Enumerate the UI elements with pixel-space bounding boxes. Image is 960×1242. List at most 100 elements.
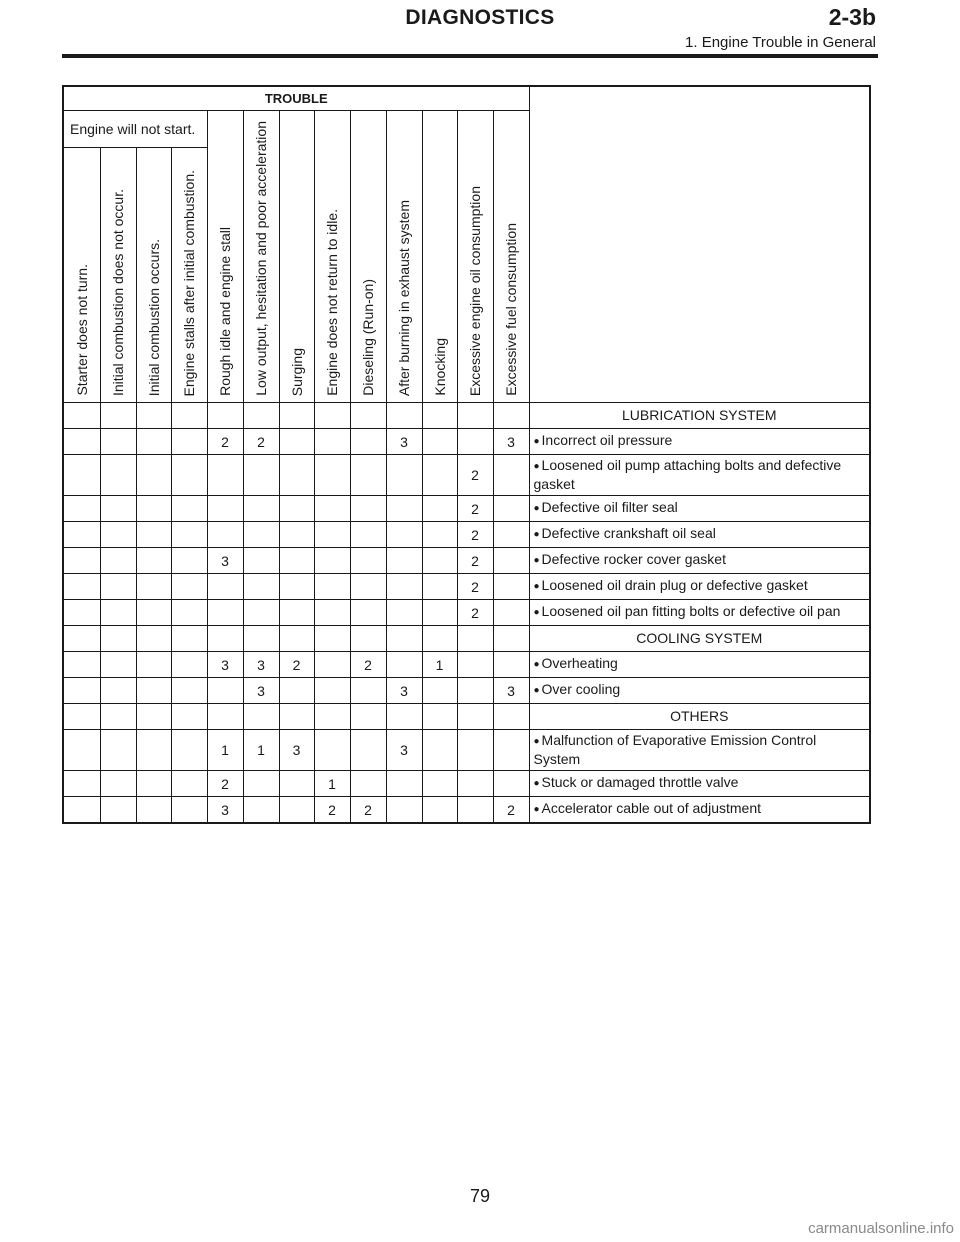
rating-cell bbox=[135, 703, 172, 730]
column-header-6: Surging bbox=[278, 110, 315, 403]
rating-cell bbox=[99, 651, 137, 678]
rating-cell bbox=[99, 547, 137, 574]
rating-cell bbox=[99, 573, 137, 600]
rating-cell bbox=[278, 625, 315, 652]
description-text: Defective oil filter seal bbox=[541, 499, 678, 515]
rating-cell bbox=[135, 454, 172, 496]
rating-cell bbox=[99, 402, 137, 429]
section-label: LUBRICATION SYSTEM bbox=[528, 402, 871, 429]
rating-cell bbox=[421, 573, 458, 600]
description-text: Over cooling bbox=[541, 681, 621, 697]
rating-cell bbox=[206, 495, 244, 522]
column-header-5: Low output, hesitation and poor accelera… bbox=[242, 110, 280, 403]
column-header-label: Knocking bbox=[431, 338, 448, 396]
bullet-icon: ● bbox=[533, 804, 540, 815]
rating-cell: 2 bbox=[206, 428, 244, 455]
rating-cell bbox=[170, 729, 208, 771]
trouble-header: TROUBLE bbox=[62, 85, 530, 111]
description-text: OTHERS bbox=[670, 708, 729, 724]
rating-cell bbox=[456, 402, 494, 429]
rating-cell bbox=[349, 703, 387, 730]
rating-cell bbox=[99, 521, 137, 548]
rating-cell bbox=[349, 521, 387, 548]
rating-cell bbox=[62, 796, 101, 824]
table-row: 3 2 ●Defective rocker cover gasket bbox=[62, 547, 871, 574]
description-text: COOLING SYSTEM bbox=[636, 630, 763, 646]
table-row: 2●Defective oil filter seal bbox=[62, 495, 871, 522]
rating-cell bbox=[313, 703, 351, 730]
rating-cell bbox=[421, 703, 458, 730]
rating-cell bbox=[313, 677, 351, 704]
rating-cell bbox=[456, 677, 494, 704]
description-text: Defective rocker cover gasket bbox=[541, 551, 726, 567]
rating-cell: 3 bbox=[206, 547, 244, 574]
column-header-label: Dieseling (Run-on) bbox=[360, 279, 376, 396]
rating-cell bbox=[99, 770, 137, 797]
rating-cell bbox=[456, 428, 494, 455]
rating-cell bbox=[313, 454, 351, 496]
rating-cell bbox=[99, 428, 137, 455]
cause-description: ●Loosened oil pump attaching bolts and d… bbox=[528, 454, 871, 496]
column-header-label: Initial combustion does not occur. bbox=[110, 188, 126, 396]
rating-cell bbox=[135, 495, 172, 522]
rating-cell bbox=[242, 573, 280, 600]
rating-cell bbox=[349, 402, 387, 429]
rating-cell: 2 bbox=[456, 547, 494, 574]
rating-cell bbox=[385, 625, 423, 652]
rating-cell bbox=[492, 454, 530, 496]
rating-cell bbox=[421, 729, 458, 771]
rating-cell: 2 bbox=[456, 599, 494, 626]
rating-cell bbox=[385, 796, 423, 824]
rating-cell bbox=[242, 521, 280, 548]
rating-cell bbox=[421, 796, 458, 824]
description-text: LUBRICATION SYSTEM bbox=[621, 407, 777, 423]
rating-cell bbox=[349, 625, 387, 652]
rating-cell: 2 bbox=[456, 521, 494, 548]
bullet-icon: ● bbox=[533, 555, 540, 566]
rating-cell bbox=[385, 651, 423, 678]
column-header-label: Starter does not turn. bbox=[73, 264, 90, 396]
rating-cell bbox=[385, 402, 423, 429]
engine-will-not-start-group: Engine will not start. bbox=[62, 110, 208, 148]
rating-cell bbox=[99, 625, 137, 652]
rating-cell bbox=[492, 521, 530, 548]
description-text: Incorrect oil pressure bbox=[541, 432, 673, 448]
bullet-icon: ● bbox=[533, 685, 540, 696]
rating-cell: 3 bbox=[242, 651, 280, 678]
cause-description: ●Over cooling bbox=[528, 677, 871, 704]
rating-cell bbox=[313, 651, 351, 678]
rating-cell bbox=[492, 651, 530, 678]
rating-cell bbox=[456, 796, 494, 824]
rating-cell bbox=[242, 454, 280, 496]
cause-description: ●Stuck or damaged throttle valve bbox=[528, 770, 871, 797]
section-title: DIAGNOSTICS bbox=[405, 6, 555, 29]
rating-cell: 3 bbox=[492, 428, 530, 455]
rating-cell bbox=[62, 677, 101, 704]
description-text: Malfunction of Evaporative Emission Cont… bbox=[533, 732, 817, 767]
rating-cell bbox=[242, 796, 280, 824]
rating-cell bbox=[349, 573, 387, 600]
cause-description: ●Loosened oil drain plug or defective ga… bbox=[528, 573, 871, 600]
rating-cell bbox=[385, 770, 423, 797]
rating-cell bbox=[456, 651, 494, 678]
rating-cell bbox=[456, 729, 494, 771]
section-subtitle: 1. Engine Trouble in General bbox=[685, 34, 876, 51]
rating-cell bbox=[421, 428, 458, 455]
bullet-icon: ● bbox=[533, 659, 540, 670]
rating-cell bbox=[313, 573, 351, 600]
section-label: OTHERS bbox=[528, 703, 871, 730]
rating-cell bbox=[313, 599, 351, 626]
bullet-icon: ● bbox=[533, 503, 540, 514]
column-header-label: Excessive engine oil consumption bbox=[467, 185, 483, 396]
rating-cell: 3 bbox=[206, 796, 244, 824]
rating-cell bbox=[170, 677, 208, 704]
cause-description: ●Incorrect oil pressure bbox=[528, 428, 871, 455]
rating-cell bbox=[456, 703, 494, 730]
description-text: Accelerator cable out of adjustment bbox=[541, 800, 762, 816]
rating-cell bbox=[349, 729, 387, 771]
rating-cell bbox=[313, 729, 351, 771]
rating-cell bbox=[492, 402, 530, 429]
column-header-4: Rough idle and engine stall bbox=[206, 110, 244, 403]
rating-cell bbox=[421, 599, 458, 626]
